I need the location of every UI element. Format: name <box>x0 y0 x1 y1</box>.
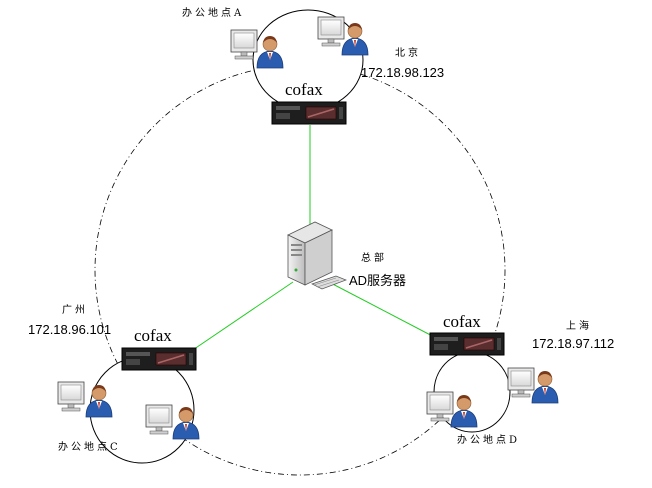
user-icon <box>531 370 559 404</box>
beijing-cofax-label: cofax <box>285 80 323 99</box>
link-shanghai <box>324 279 441 341</box>
office-a-label: 办公地点A <box>182 8 245 19</box>
shanghai-ip-label: 172.18.97.112 <box>532 336 615 351</box>
office-c-label: 办公地点C <box>58 442 121 453</box>
office-d-label: 办公地点D <box>457 435 521 446</box>
ad-server-label: AD服务器 <box>349 273 407 288</box>
hq-label: 总部 <box>361 253 387 264</box>
cofax-device-icon <box>121 347 197 371</box>
computer-icon <box>57 381 85 412</box>
link-guangzhou <box>177 281 294 361</box>
shanghai-region-label: 上海 <box>566 321 592 332</box>
ad-server-icon <box>287 221 347 290</box>
guangzhou-ip-label: 172.18.96.101 <box>28 322 112 337</box>
guangzhou-region-label: 广州 <box>62 305 88 316</box>
shanghai-cofax-label: cofax <box>443 312 481 331</box>
beijing-ip-label: 172.18.98.123 <box>361 65 445 80</box>
cofax-device-icon <box>271 101 347 125</box>
computer-icon <box>507 367 535 398</box>
network-links <box>177 125 441 361</box>
cofax-device-icon <box>429 332 505 356</box>
beijing-region-label: 北京 <box>395 48 421 59</box>
guangzhou-cofax-label: cofax <box>134 326 172 345</box>
